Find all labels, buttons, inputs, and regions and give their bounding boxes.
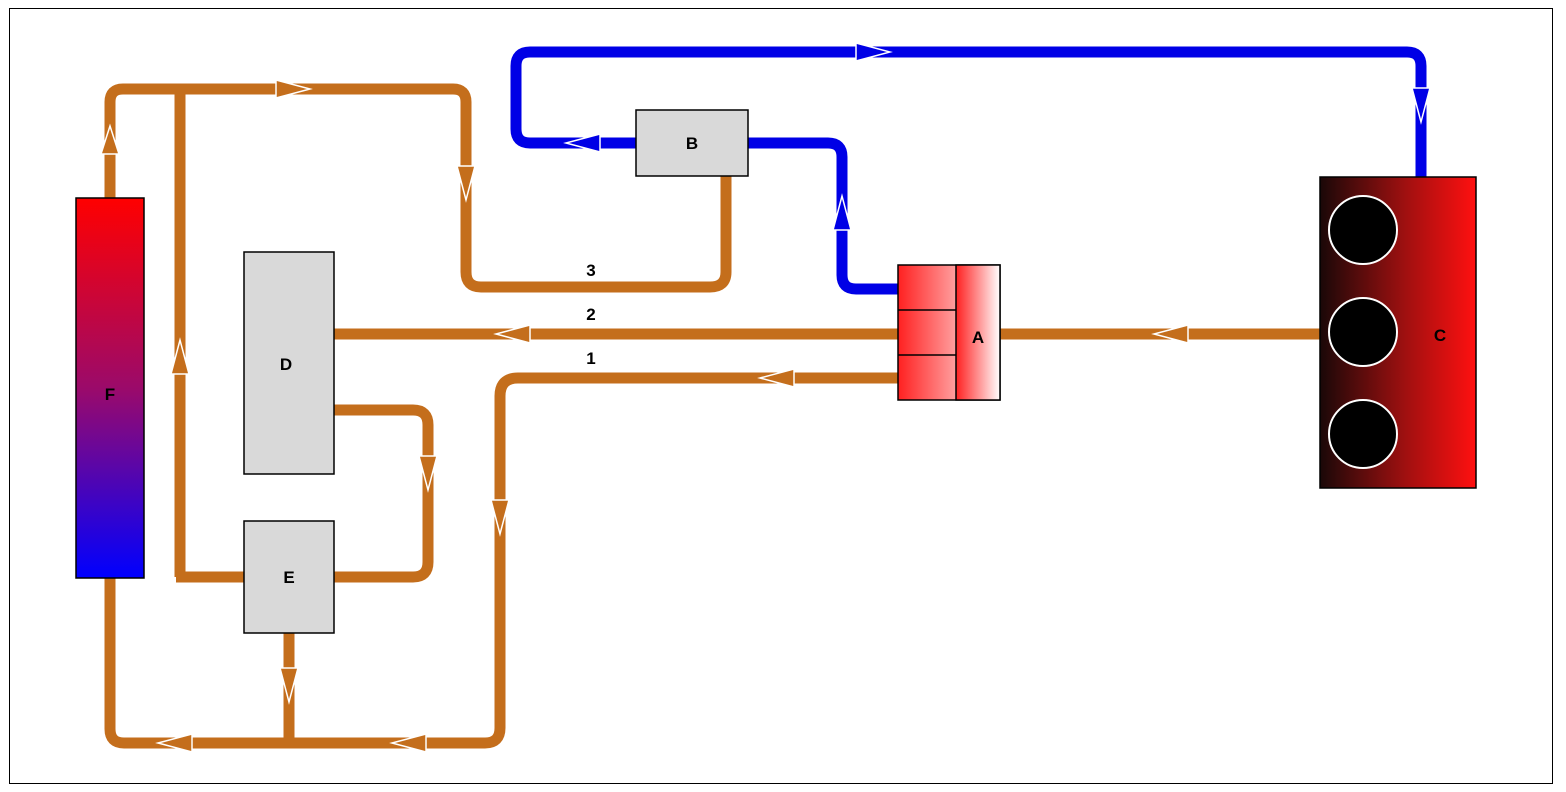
- component-d: [243, 251, 335, 475]
- cylinder-1: [1328, 195, 1398, 265]
- oil-arrow-down-c: [1411, 87, 1431, 125]
- arrow-left-bottom-right: [389, 733, 427, 753]
- arrow-down-line-1: [490, 499, 510, 537]
- component-a: [897, 264, 1001, 401]
- arrow-left-line-2: [493, 324, 531, 344]
- component-a-label: A: [972, 328, 984, 347]
- component-e: [243, 520, 335, 634]
- oil-arrow-left-b: [563, 133, 601, 153]
- arrow-right-top: [275, 79, 313, 99]
- arrow-down-e: [279, 667, 299, 705]
- arrow-up-f: [99, 123, 121, 155]
- component-f-label: F: [105, 385, 115, 404]
- line-label-2: 2: [586, 305, 595, 324]
- arrow-left-c-to-a: [1151, 324, 1189, 344]
- component-c-label: C: [1434, 326, 1446, 345]
- oil-pipe-b-to-a: [748, 137, 900, 295]
- line-label-1: 1: [586, 349, 595, 368]
- diagram-frame: [9, 8, 1553, 784]
- arrow-left-bottom-left: [155, 733, 193, 753]
- cylinder-3: [1328, 399, 1398, 469]
- arrow-down-d-loop: [418, 455, 438, 493]
- arrow-down-top-right: [456, 165, 476, 203]
- component-d-label: D: [280, 355, 292, 374]
- oil-arrow-right-top: [855, 42, 893, 62]
- line-label-3: 3: [586, 261, 595, 280]
- arrow-up-riser: [170, 337, 190, 375]
- oil-arrow-up-a: [832, 193, 852, 231]
- component-f: [75, 197, 145, 579]
- pipe-f-top-loop: [104, 83, 732, 293]
- oil-pipe-loop: [510, 46, 1427, 178]
- component-b: [635, 109, 749, 177]
- component-e-label: E: [283, 568, 294, 587]
- arrow-left-line-1: [757, 368, 795, 388]
- cylinder-2: [1328, 297, 1398, 367]
- pipe-line-1: [104, 372, 898, 749]
- component-b-label: B: [686, 134, 698, 153]
- pipe-d-to-e: [334, 404, 434, 583]
